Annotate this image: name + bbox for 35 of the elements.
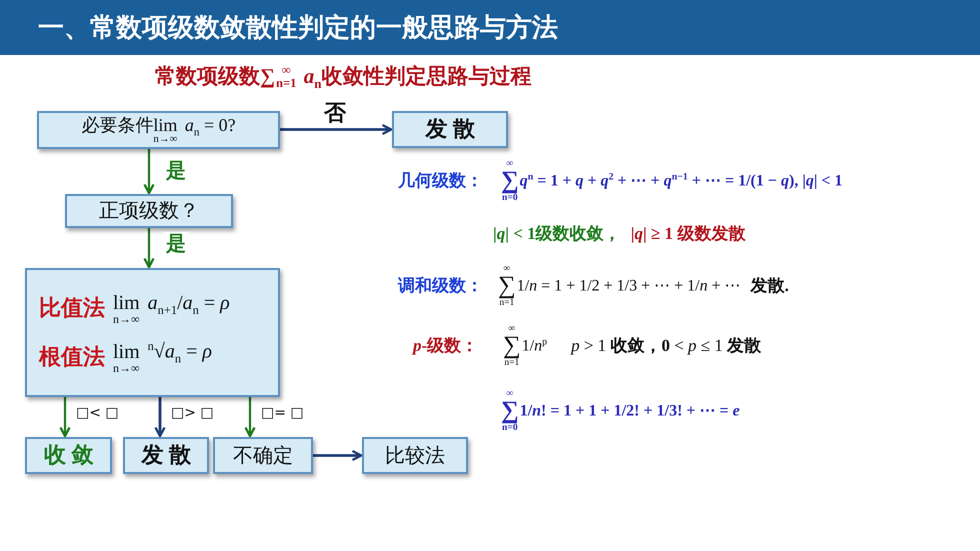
arrow <box>244 397 256 438</box>
method-box <box>25 268 280 397</box>
edge-label: 是 <box>164 232 188 256</box>
arrow <box>313 450 362 462</box>
arrow <box>280 124 392 136</box>
series-name: 调和级数： <box>398 276 483 296</box>
result-label: 发 散 <box>141 442 191 469</box>
method-label: 比较法 <box>385 444 445 468</box>
condition-box <box>37 111 280 149</box>
arrow <box>154 397 166 438</box>
subtitle: 常数项级数∑$_{n=1}$$^{∞}$ a$_{n}$收敛性判定思路与过程 <box>155 64 532 92</box>
edge-label: 是 <box>164 159 188 183</box>
result-box <box>392 111 508 148</box>
result-label: 发 散 <box>425 116 475 143</box>
arrow <box>143 149 155 194</box>
result-note: 发散. <box>750 276 789 296</box>
method-box <box>362 437 468 474</box>
series-name: p-级数： <box>413 336 478 356</box>
result-box <box>123 437 209 474</box>
convergence-note: |q| < 1级数收敛， <box>493 224 621 244</box>
edge-label: 否 <box>322 100 348 126</box>
result-box <box>213 437 313 474</box>
arrow <box>143 228 155 268</box>
convergence-note: p > 1 收敛，0 < p ≤ 1 发散 <box>571 336 762 356</box>
page-title: 一、常数项级数敛散性判定的一般思路与方法 <box>38 12 558 44</box>
divergence-note: |q| ≥ 1 级数发散 <box>630 224 746 244</box>
series-name: 几何级数： <box>398 171 483 192</box>
decision-text: 正项级数？ <box>99 199 199 223</box>
method-name: 比值法 <box>39 294 105 322</box>
arrow <box>59 397 71 438</box>
result-label: 收 敛 <box>44 442 94 469</box>
decision-box <box>65 194 233 228</box>
result-box <box>25 437 112 474</box>
result-label: 不确定 <box>233 444 293 468</box>
method-name: 根值法 <box>39 344 105 370</box>
